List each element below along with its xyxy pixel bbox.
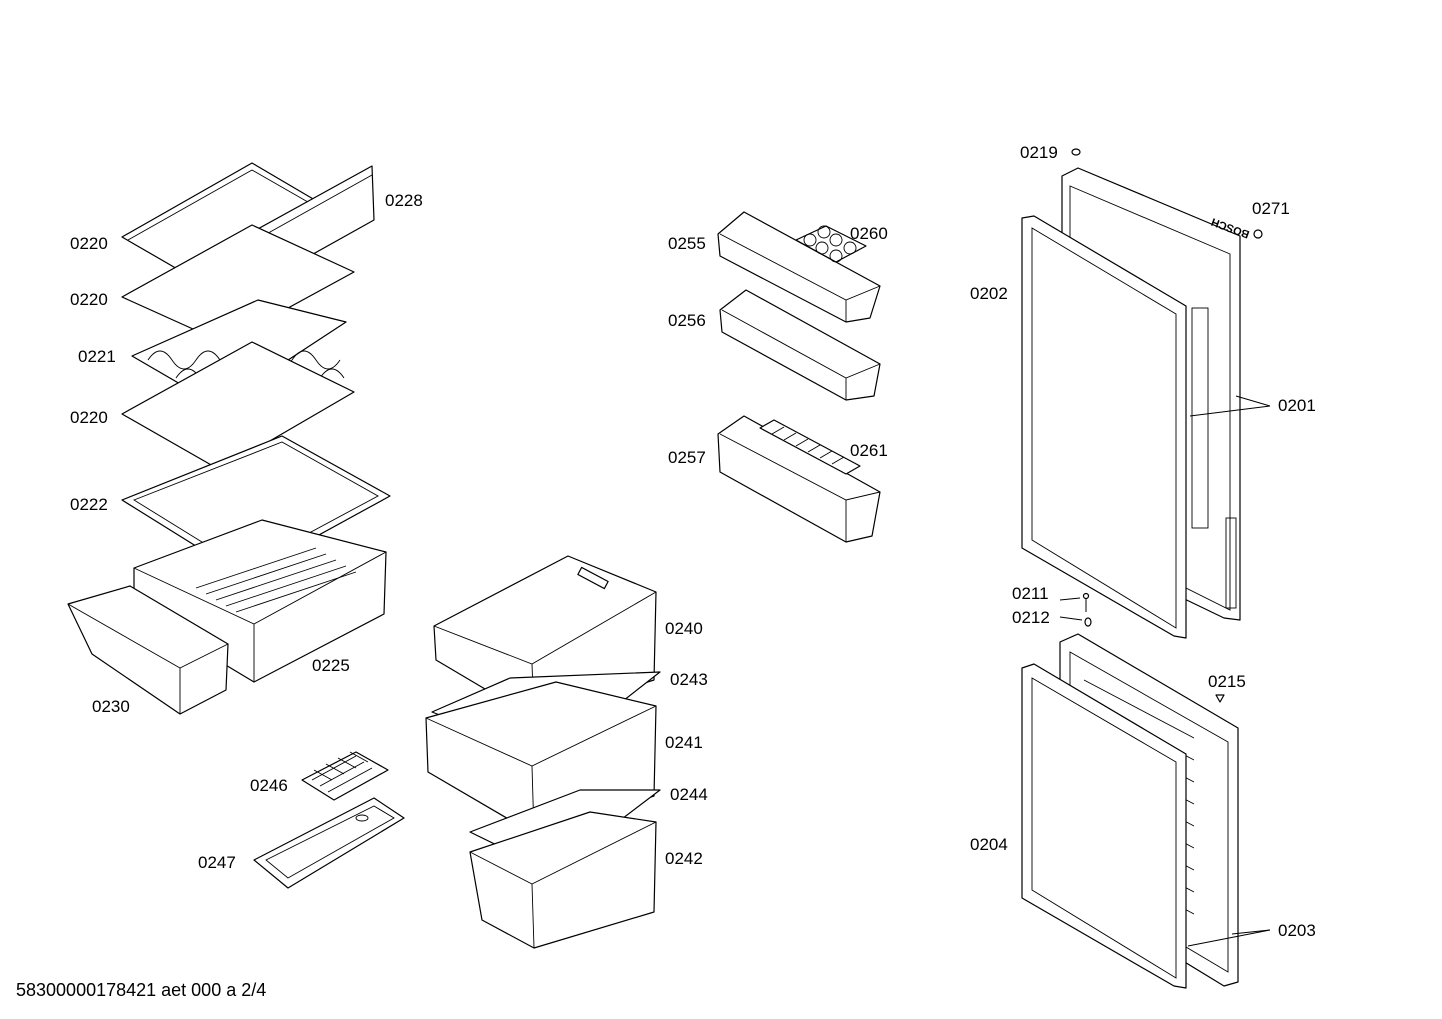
label-0221: 0221	[78, 347, 116, 366]
label-0246: 0246	[250, 776, 288, 795]
washer-0212	[1084, 617, 1092, 627]
shelf-0220-second	[121, 224, 355, 344]
door-gasket-0204	[1021, 663, 1187, 989]
label-0222: 0222	[70, 495, 108, 514]
shelf-0220-third	[121, 341, 355, 471]
bracket-0215	[1215, 694, 1225, 703]
egg-insert-0261	[759, 419, 861, 475]
label-0230: 0230	[92, 697, 130, 716]
egg-tray-0260	[795, 225, 867, 263]
label-0242: 0242	[665, 849, 703, 868]
label-0215: 0215	[1208, 672, 1246, 691]
screw-0211	[1082, 592, 1090, 612]
label-0219: 0219	[1020, 143, 1058, 162]
label-0225: 0225	[312, 656, 350, 675]
label-0240: 0240	[665, 619, 703, 638]
cap-0219	[1071, 148, 1081, 156]
label-0241: 0241	[665, 733, 703, 752]
label-0220-third: 0220	[70, 408, 108, 427]
label-0261: 0261	[850, 441, 888, 460]
label-0257: 0257	[668, 448, 706, 467]
label-0211: 0211	[1012, 584, 1049, 603]
document-footer-code: 58300000178421 aet 000 a 2/4	[16, 980, 267, 1000]
door-bin-0256	[719, 289, 881, 401]
door-bin-0257	[717, 415, 881, 543]
label-0204: 0204	[970, 835, 1008, 854]
ice-cube-tray-0246	[301, 751, 389, 801]
label-0260: 0260	[850, 224, 888, 243]
label-0203: 0203	[1278, 921, 1316, 940]
label-0212: 0212	[1012, 608, 1050, 627]
drawer-0230	[67, 585, 229, 715]
label-0244: 0244	[670, 785, 708, 804]
label-0228: 0228	[385, 191, 423, 210]
label-0271: 0271	[1252, 199, 1290, 218]
tray-0247	[253, 797, 405, 889]
label-0220-second: 0220	[70, 290, 108, 309]
freezer-drawer-0242	[469, 811, 657, 949]
label-0202: 0202	[970, 284, 1008, 303]
label-0243: 0243	[670, 670, 708, 689]
label-0220-top: 0220	[70, 234, 108, 253]
door-bin-0255	[717, 211, 881, 323]
label-0247: 0247	[198, 853, 236, 872]
label-0256: 0256	[668, 311, 706, 330]
door-gasket-0202	[1021, 215, 1187, 639]
label-0201: 0201	[1278, 396, 1316, 415]
label-0255: 0255	[668, 234, 706, 253]
